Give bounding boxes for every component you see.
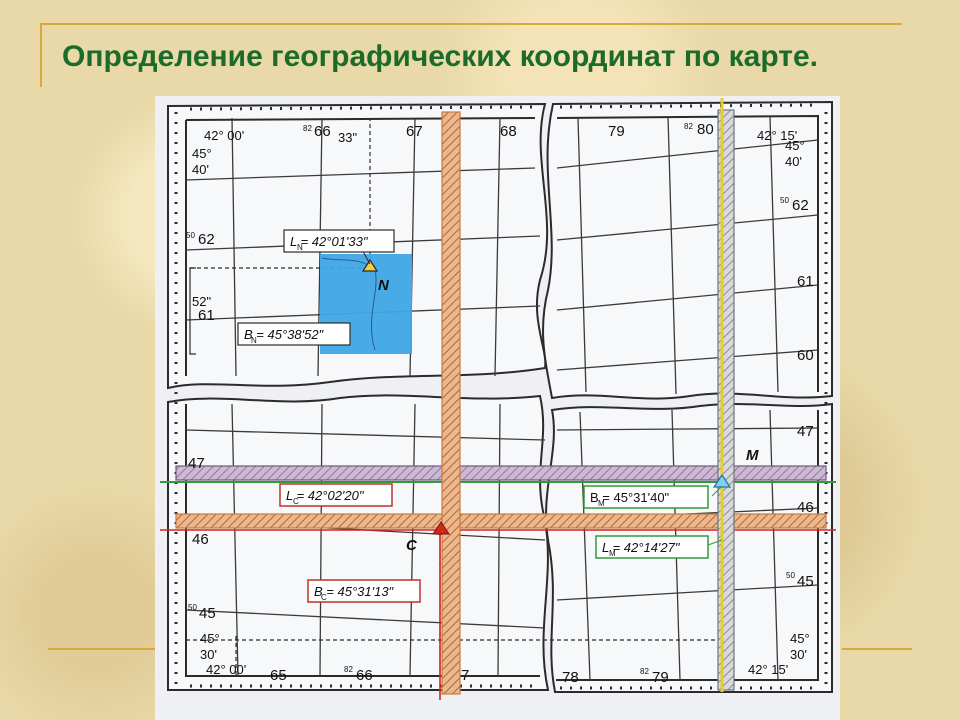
small-82-br: 82	[640, 667, 649, 676]
km-47-right: 47	[797, 423, 814, 440]
triangle-M	[712, 473, 732, 488]
km-62-right: 62	[792, 197, 809, 214]
box-BM-text: B = 45°31'40"	[590, 490, 670, 505]
km-80-top: 80	[697, 121, 714, 138]
lon-top-right: 42° 15'	[757, 128, 797, 143]
km-79-bottom: 79	[652, 669, 669, 686]
sheet-top-left-inner	[185, 117, 536, 376]
box-LN-sub: N	[297, 243, 303, 252]
sheet-bottom-right-inner	[556, 410, 819, 681]
lon-bottom-right: 42° 15'	[748, 662, 788, 677]
box-BC-text: B = 45°31'13"	[314, 584, 395, 599]
lat-45-br: 45°	[790, 631, 810, 646]
triangle-N	[361, 258, 379, 272]
ruler-horizontal-orange	[175, 513, 827, 529]
km-66-top: 66	[314, 123, 331, 140]
box-BM-sub: M	[598, 499, 605, 508]
slide-frame-top	[40, 23, 902, 25]
sheet-bottom-left	[167, 394, 550, 691]
min-30-br: 30'	[790, 647, 807, 662]
leader-BM	[711, 485, 723, 497]
box-LM	[595, 535, 709, 559]
lat-45-bl: 45°	[200, 631, 220, 646]
km-67-top: 67	[406, 123, 423, 140]
topographic-map: L = 42°01'33" N B = 45°38'52" N L = 42°0…	[155, 96, 840, 720]
km-46-left: 46	[192, 531, 209, 548]
small-82-tr: 82	[684, 122, 693, 131]
lon-bottom-left: 42° 00'	[206, 662, 246, 677]
slide-frame-bottom-left	[48, 648, 158, 650]
km-45-left: 45	[199, 605, 216, 622]
km-61-left: 61	[198, 307, 215, 324]
small-50-br: 50	[786, 571, 795, 580]
slide-frame-left	[40, 23, 42, 87]
box-LM-text: L = 42°14'27"	[602, 540, 681, 555]
sheet-bottom-left-inner	[185, 404, 540, 677]
min-30-bl: 30'	[200, 647, 217, 662]
box-BC-sub: C	[321, 593, 327, 602]
box-BC	[307, 579, 421, 603]
km-61-right: 61	[797, 273, 814, 290]
small-50-l: 50	[186, 231, 195, 240]
min-40-tr: 40'	[785, 154, 802, 169]
box-LC-sub: C	[293, 497, 299, 506]
box-BN	[237, 322, 351, 346]
box-LC-text: L = 42°02'20"	[286, 488, 365, 503]
km-46-right: 46	[797, 499, 814, 516]
box-LM-sub: M	[609, 549, 616, 558]
box-BM	[583, 485, 709, 509]
ruler-horizontal-lilac	[175, 465, 827, 481]
km-7-bottom: 7	[461, 667, 469, 684]
km-79-top: 79	[608, 123, 625, 140]
km-66-bottom: 66	[356, 667, 373, 684]
top-border-ticks	[189, 105, 541, 111]
sec-52: 52"	[192, 294, 211, 309]
point-C-label: C	[406, 537, 418, 554]
sheet-top-right-inner	[556, 114, 819, 392]
box-LC	[279, 483, 393, 507]
box-LN	[283, 229, 395, 253]
lat-bracket	[189, 267, 196, 355]
small-82-bl: 82	[344, 665, 353, 674]
lon-top-left: 42° 00'	[204, 128, 244, 143]
km-62-left: 62	[198, 231, 215, 248]
slide-frame-bottom-right	[842, 648, 912, 650]
small-50-r: 50	[780, 196, 789, 205]
lat-45-tl: 45°	[192, 146, 212, 161]
lat-45-tr: 45°	[785, 138, 805, 153]
slide-title: Определение географических координат по …	[62, 40, 818, 73]
sec-33: 33"	[338, 130, 357, 145]
km-65-bottom: 65	[270, 667, 287, 684]
triangle-C	[432, 521, 450, 535]
point-M-label: M	[746, 447, 759, 464]
box-BN-sub: N	[251, 336, 257, 345]
small-82-tl: 82	[303, 124, 312, 133]
km-45-right: 45	[797, 573, 814, 590]
min-40-tl: 40'	[192, 162, 209, 177]
ruler-vertical-grey	[717, 109, 735, 691]
top-border-ticks-right	[559, 103, 821, 109]
km-grid	[185, 115, 819, 681]
box-LN-text: L = 42°01'33"	[290, 234, 369, 249]
km-47-left: 47	[188, 455, 205, 472]
margin-labels: 42° 00' 82 66 33" 67 68 79 82 80 42° 15'…	[186, 121, 814, 686]
sheet-top-right	[542, 100, 833, 400]
point-N-label: N	[378, 277, 390, 294]
ruler-vertical-orange	[441, 111, 461, 695]
leader-LM	[707, 539, 723, 546]
km-60-right: 60	[797, 347, 814, 364]
small-50-bl: 50	[188, 603, 197, 612]
km-78-bottom: 78	[562, 669, 579, 686]
box-BN-text: B = 45°38'52"	[244, 327, 325, 342]
km-68-top: 68	[500, 123, 517, 140]
